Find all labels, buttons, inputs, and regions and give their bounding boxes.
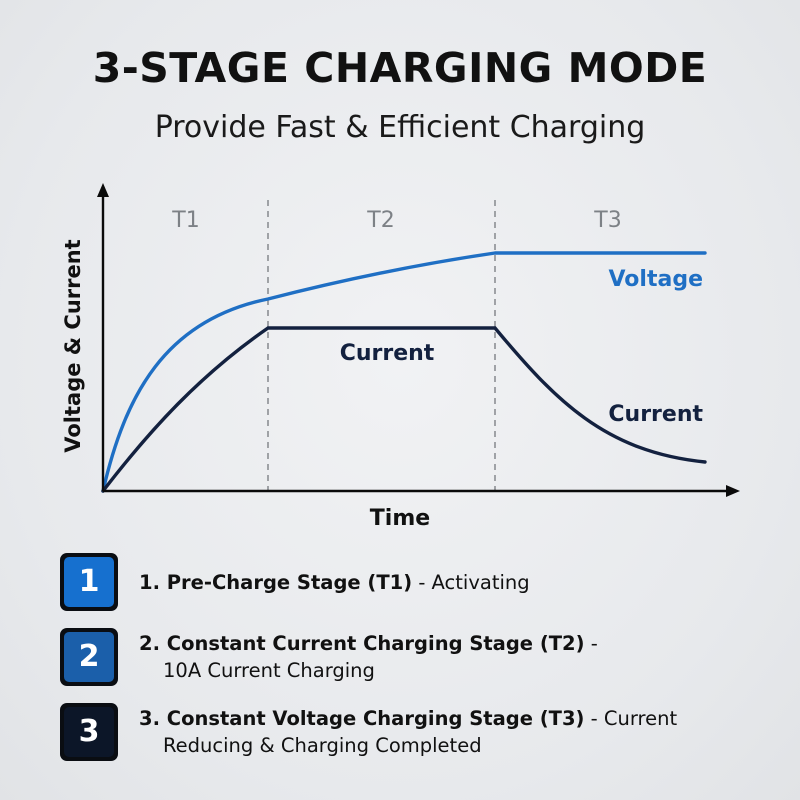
stage-desc2-2: 10A Current Charging (163, 659, 375, 682)
stage-text-1: 1. Pre-Charge Stage (T1) - Activating (139, 569, 759, 596)
badge-fill-1 (64, 557, 114, 607)
badge-fill-2 (64, 632, 114, 682)
stage-desc2-3: Reducing & Charging Completed (163, 734, 482, 757)
stage-desc-2: - (584, 632, 598, 655)
badge-number-3: 3 (78, 714, 100, 749)
x-axis-label: Time (370, 506, 430, 531)
voltage-label: Voltage (608, 267, 703, 292)
voltage-line (101, 251, 707, 493)
stage-text-3: 3. Constant Voltage Charging Stage (T3) … (139, 705, 759, 759)
stage-desc-3: - Current (584, 707, 678, 730)
current-line (101, 326, 707, 493)
stage-list: 1 1. Pre-Charge Stage (T1) - Activating … (60, 553, 760, 778)
stage-title-3: 3. Constant Voltage Charging Stage (T3) (139, 707, 585, 730)
stage-number-badge-2: 2 (60, 628, 118, 686)
page-subtitle: Provide Fast & Efficient Charging (154, 110, 646, 145)
stage-text-2: 2. Constant Current Charging Stage (T2) … (139, 630, 759, 684)
x-axis-arrow-icon (726, 485, 740, 497)
badge-fill-3 (64, 707, 114, 757)
stage-number-badge-3: 3 (60, 703, 118, 761)
stage-title-1: 1. Pre-Charge Stage (T1) (139, 571, 413, 594)
badge-number-1: 1 (78, 564, 100, 599)
stage-desc-1: - Activating (412, 571, 530, 594)
y-axis-arrow-icon (97, 183, 109, 197)
y-axis-label: Voltage & Current (61, 239, 85, 452)
stage-label-1: T1 (171, 208, 199, 233)
stage-item-1: 1 1. Pre-Charge Stage (T1) - Activating (60, 553, 760, 613)
stage-number-badge-1: 1 (60, 553, 118, 611)
current-label-t2: Current (340, 341, 435, 366)
stage-label-2: T2 (366, 208, 394, 233)
badge-number-2: 2 (78, 639, 100, 674)
page-title: 3-STAGE CHARGING MODE (92, 44, 708, 92)
stage-title-2: 2. Constant Current Charging Stage (T2) (139, 632, 585, 655)
current-label-t3: Current (608, 402, 703, 427)
stage-label-3: T3 (593, 208, 621, 233)
stage-item-2: 2 2. Constant Current Charging Stage (T2… (60, 628, 760, 688)
stage-item-3: 3 3. Constant Voltage Charging Stage (T3… (60, 703, 760, 763)
